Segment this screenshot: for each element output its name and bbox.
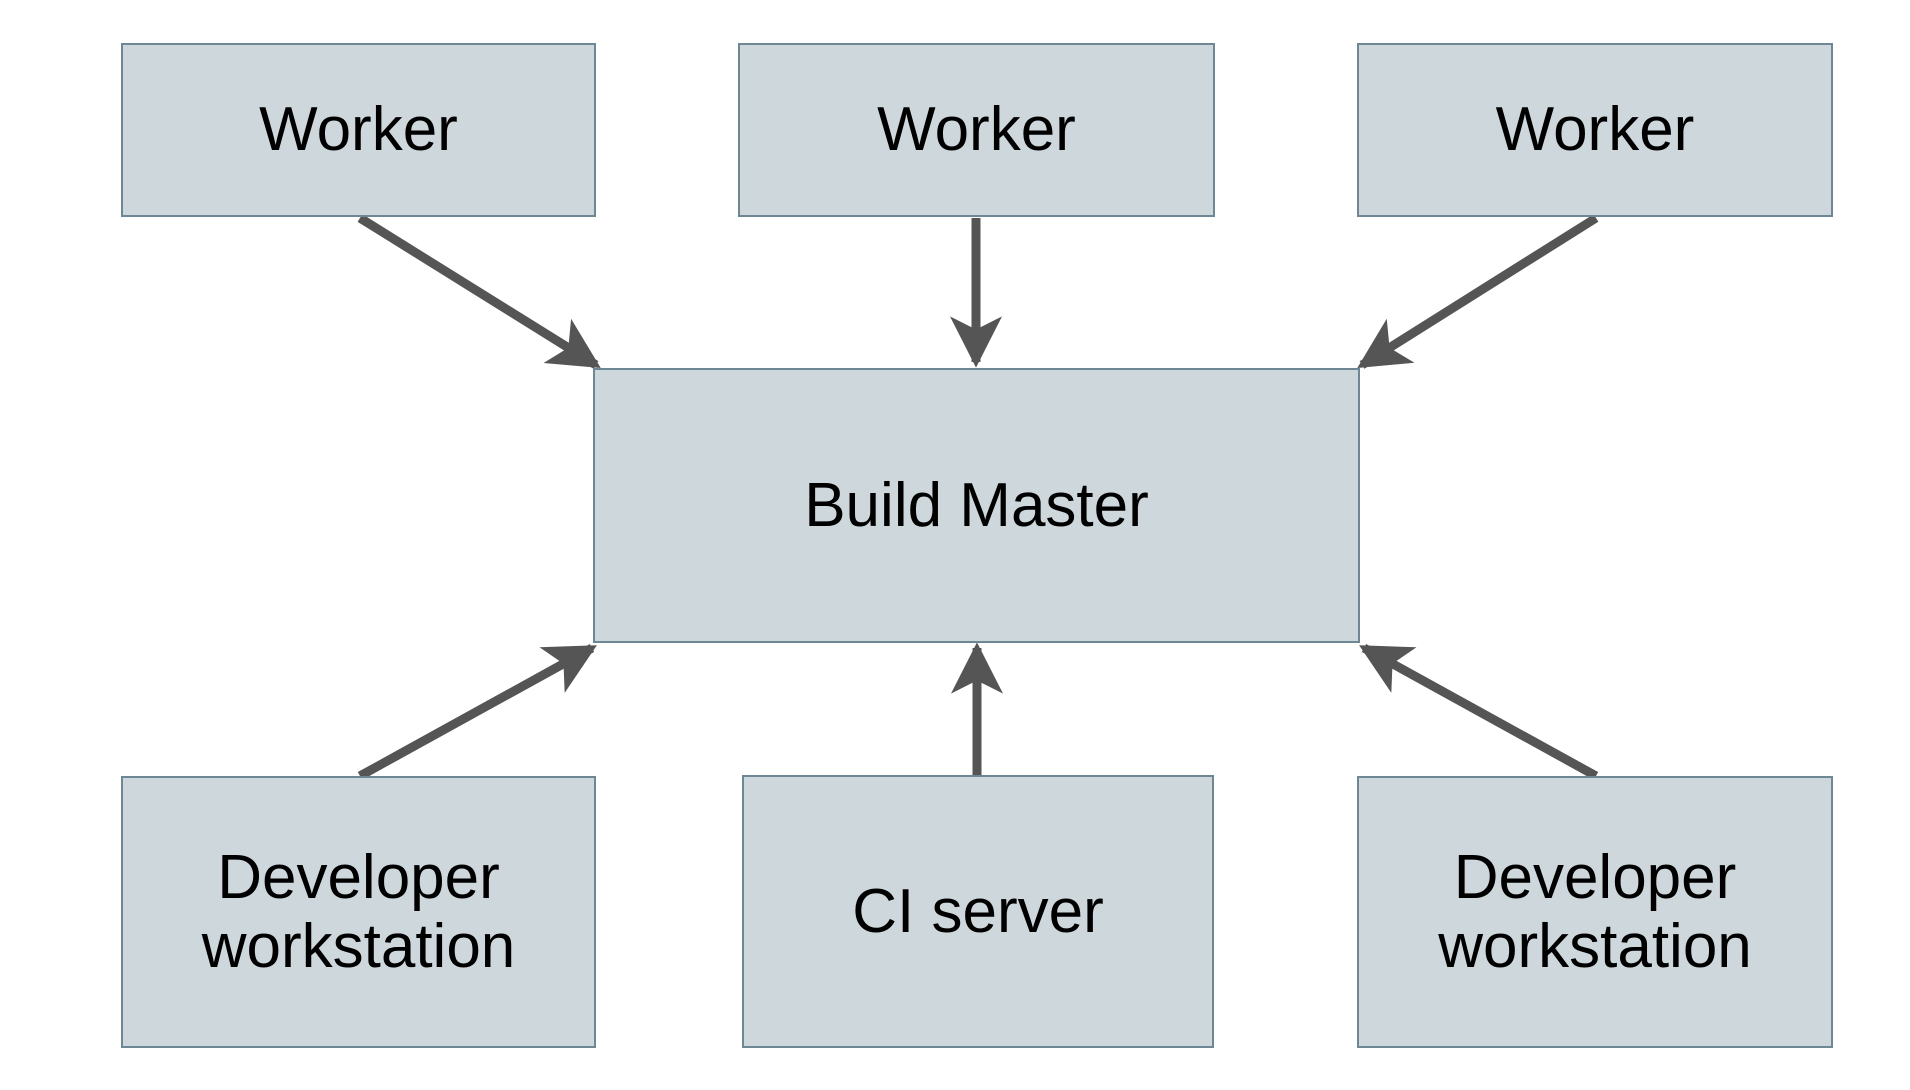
node-ci-server-label: CI server	[852, 876, 1104, 946]
node-worker-2[interactable]: Worker	[738, 43, 1215, 217]
node-worker-3-label: Worker	[1495, 95, 1695, 165]
edge-dev-2-to-master	[1359, 644, 1599, 780]
node-developer-workstation-2[interactable]: Developer workstation	[1357, 776, 1833, 1048]
node-ci-server[interactable]: CI server	[742, 775, 1214, 1048]
node-build-master[interactable]: Build Master	[593, 368, 1360, 643]
node-worker-3[interactable]: Worker	[1357, 43, 1833, 217]
edge-dev-1-to-master	[357, 644, 597, 780]
node-developer-workstation-1[interactable]: Developer workstation	[121, 776, 596, 1048]
node-build-master-label: Build Master	[804, 470, 1149, 540]
node-worker-1-label: Worker	[259, 95, 458, 165]
edge-worker-1-to-master	[357, 214, 601, 369]
node-worker-1[interactable]: Worker	[121, 43, 596, 217]
node-worker-2-label: Worker	[877, 95, 1076, 165]
node-developer-workstation-2-label: Developer workstation	[1438, 842, 1752, 981]
node-developer-workstation-1-label: Developer workstation	[201, 842, 516, 981]
edge-worker-3-to-master	[1357, 214, 1599, 369]
